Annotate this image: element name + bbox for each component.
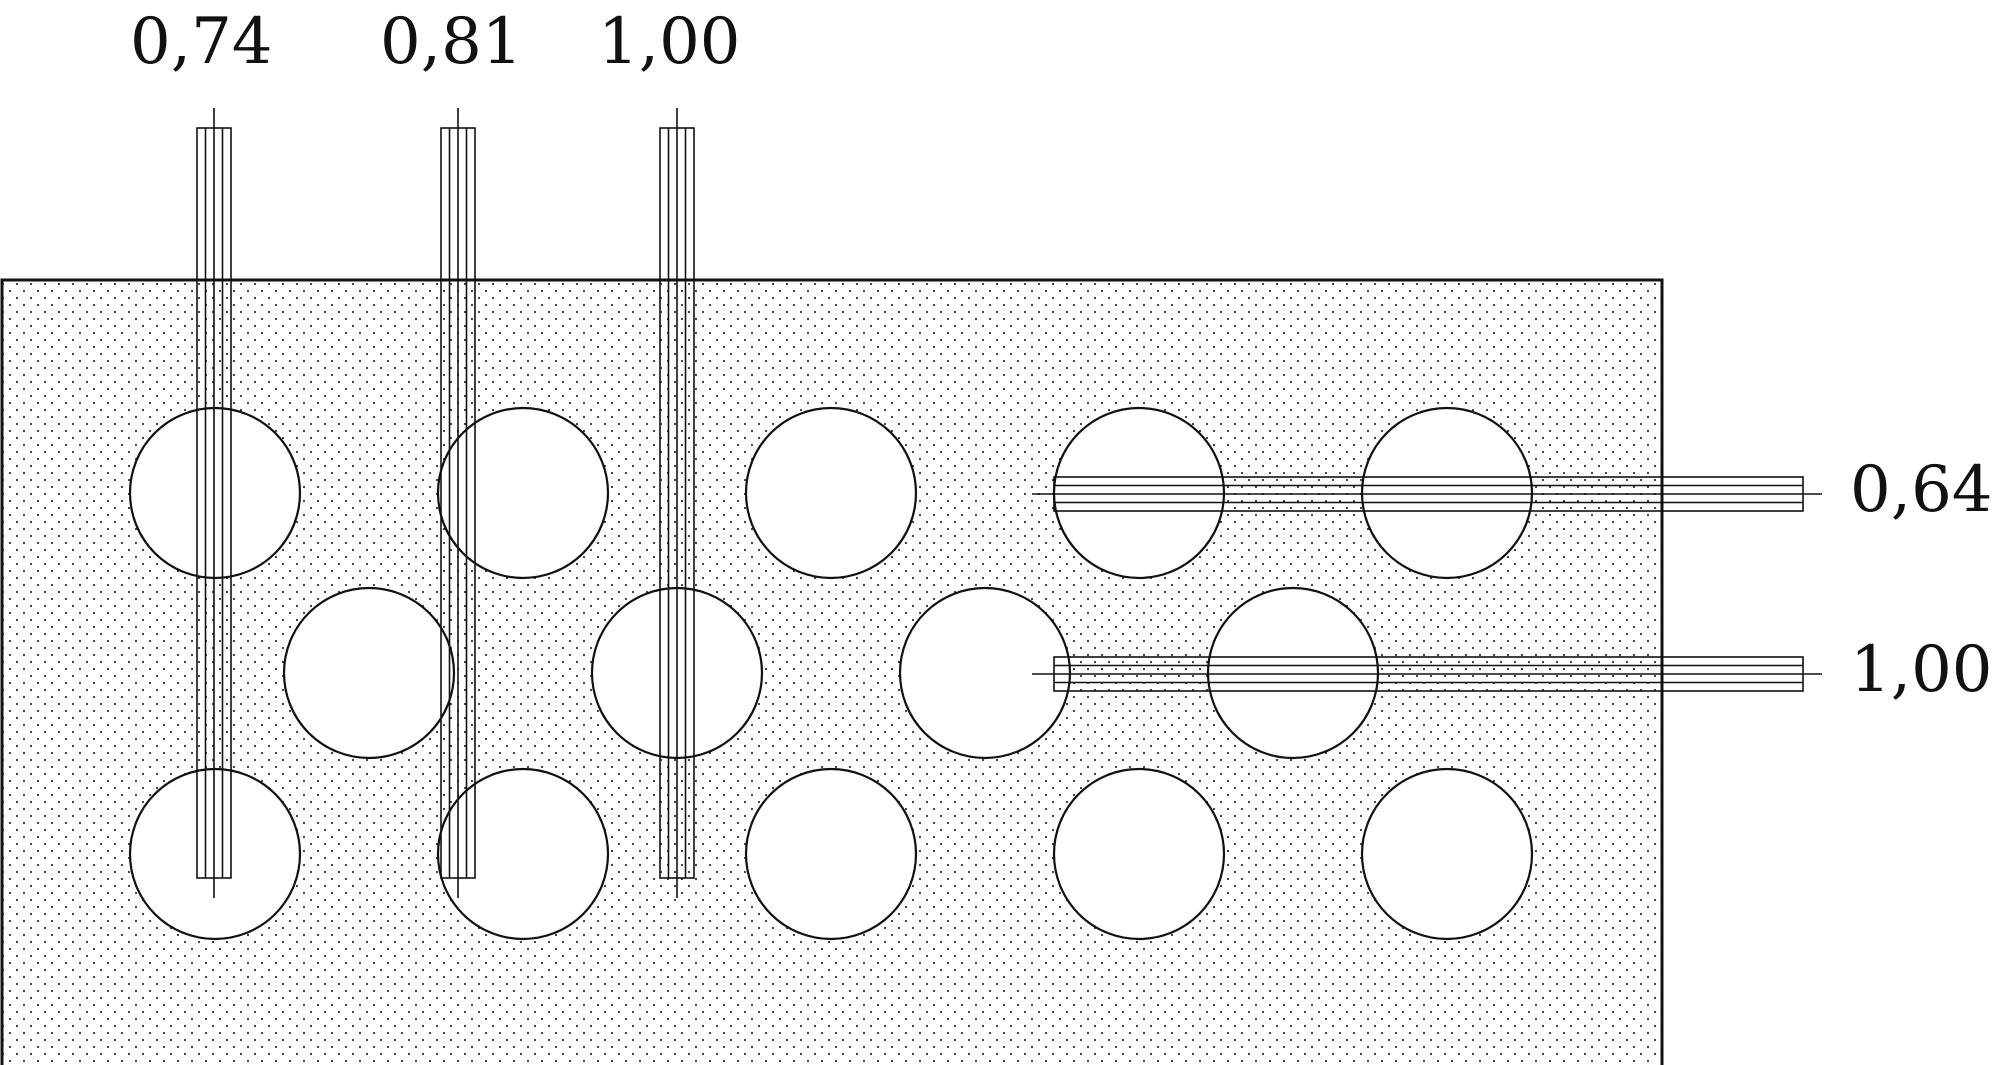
vertical-probe-1 [196, 108, 232, 898]
horizontal-probe-2 [1032, 656, 1822, 692]
horizontal-probe-1-label: 0,64 [1850, 453, 1993, 527]
fiber-circle [1206, 586, 1380, 760]
fiber-circle [1052, 767, 1226, 941]
fiber-circle [128, 406, 302, 580]
vertical-probe-1-label: 0,74 [130, 5, 273, 79]
horizontal-probe-1 [1032, 476, 1822, 512]
fiber-circle [128, 767, 302, 941]
fiber-circle [898, 586, 1072, 760]
vertical-probe-2-label: 0,81 [380, 5, 523, 79]
fiber-circle [744, 767, 918, 941]
fiber-circle [436, 767, 610, 941]
fiber-circle [436, 406, 610, 580]
vertical-probe-3-label: 1,00 [598, 5, 741, 79]
horizontal-probe-2-label: 1,00 [1850, 633, 1993, 707]
fiber-group [128, 406, 1534, 941]
vertical-probe-2 [440, 108, 476, 898]
fiber-circle [1052, 406, 1226, 580]
fiber-circle [1360, 406, 1534, 580]
fiber-circle [744, 406, 918, 580]
fiber-circle [1360, 767, 1534, 941]
fiber-circle [282, 586, 456, 760]
matrix-block [0, 278, 1664, 1065]
vertical-probe-3 [659, 108, 695, 898]
